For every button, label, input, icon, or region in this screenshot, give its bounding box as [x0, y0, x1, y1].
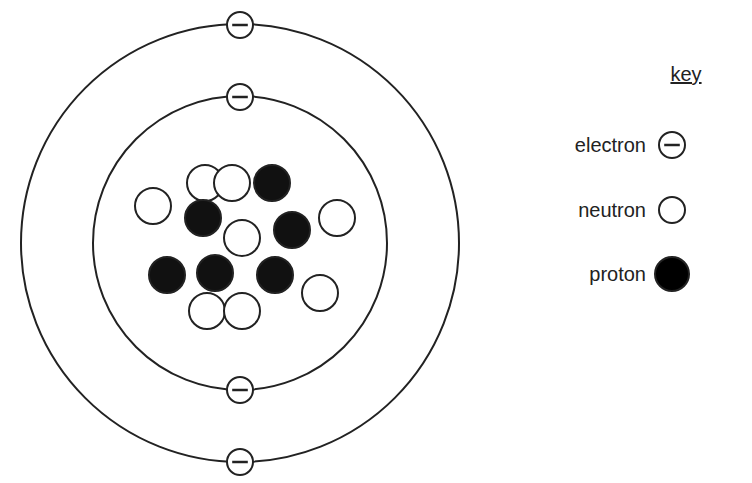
- neutron-particle: [135, 188, 171, 224]
- nucleus: [135, 165, 355, 329]
- neutron-particle: [319, 200, 355, 236]
- legend-row: proton: [589, 262, 646, 286]
- neutron-particle: [214, 165, 250, 201]
- legend-swatch: [659, 197, 685, 223]
- neutron-particle: [189, 293, 225, 329]
- proton-particle: [149, 257, 185, 293]
- legend-row: electron: [575, 133, 646, 157]
- shell-ring: [21, 24, 459, 462]
- legend-swatches: [655, 132, 689, 291]
- proton-particle: [257, 257, 293, 293]
- legend-label: neutron: [578, 198, 646, 222]
- legend-row: neutron: [578, 198, 646, 222]
- electron-symbol: [227, 12, 253, 38]
- proton-particle: [185, 200, 221, 236]
- legend-heading: key: [636, 62, 736, 86]
- proton-particle: [254, 165, 290, 201]
- legend-label: electron: [575, 133, 646, 157]
- electrons: [227, 12, 253, 475]
- proton-particle: [274, 212, 310, 248]
- proton-particle: [197, 255, 233, 291]
- neutron-particle: [302, 275, 338, 311]
- neutron-particle: [224, 220, 260, 256]
- electron-symbol: [227, 449, 253, 475]
- shell-ring: [93, 96, 387, 390]
- legend-label: proton: [589, 262, 646, 286]
- electron-symbol: [659, 132, 685, 158]
- key-heading: key: [636, 62, 736, 86]
- neutron-particle: [224, 293, 260, 329]
- electron-symbol: [227, 377, 253, 403]
- legend-swatch: [655, 257, 689, 291]
- electron-symbol: [227, 84, 253, 110]
- electron-shells: [21, 24, 459, 462]
